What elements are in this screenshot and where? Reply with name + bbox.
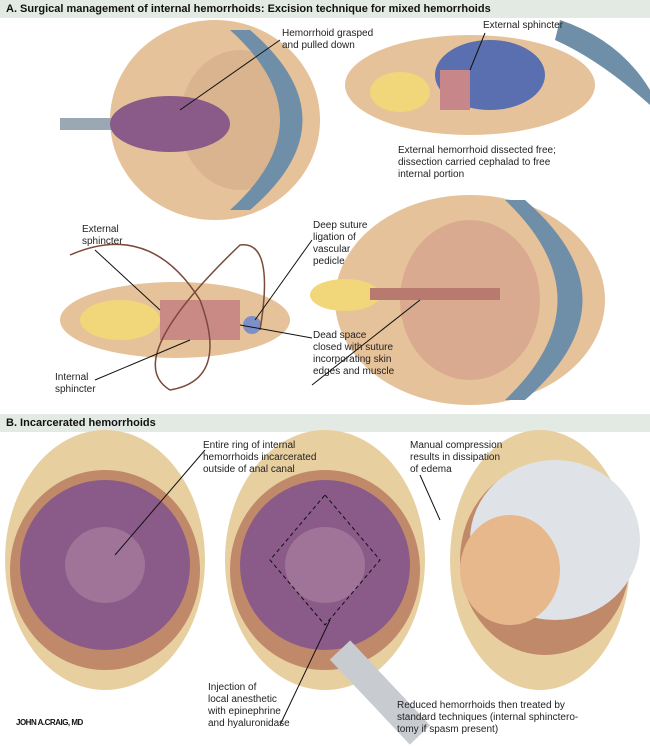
panel-b1-illustration	[5, 430, 205, 690]
panel-a1-illustration	[60, 20, 320, 220]
panel-a2-illustration	[345, 20, 650, 135]
panel-b2-illustration	[225, 430, 431, 745]
panel-a4-illustration	[310, 195, 605, 405]
label-external-sphincter-top: External sphincter	[483, 20, 564, 31]
section-b-header: B. Incarcerated hemorrhoids	[0, 414, 650, 432]
section-a-header: A. Surgical management of internal hemor…	[0, 0, 650, 18]
panel-b3-illustration	[450, 430, 640, 690]
leader-lines	[94, 32, 486, 726]
panel-a3-illustration	[60, 243, 290, 391]
label-external-dissected: External hemorrhoid dissected free;disse…	[398, 145, 556, 180]
artist-signature: JOHN A.CRAIG, MD	[16, 718, 83, 727]
